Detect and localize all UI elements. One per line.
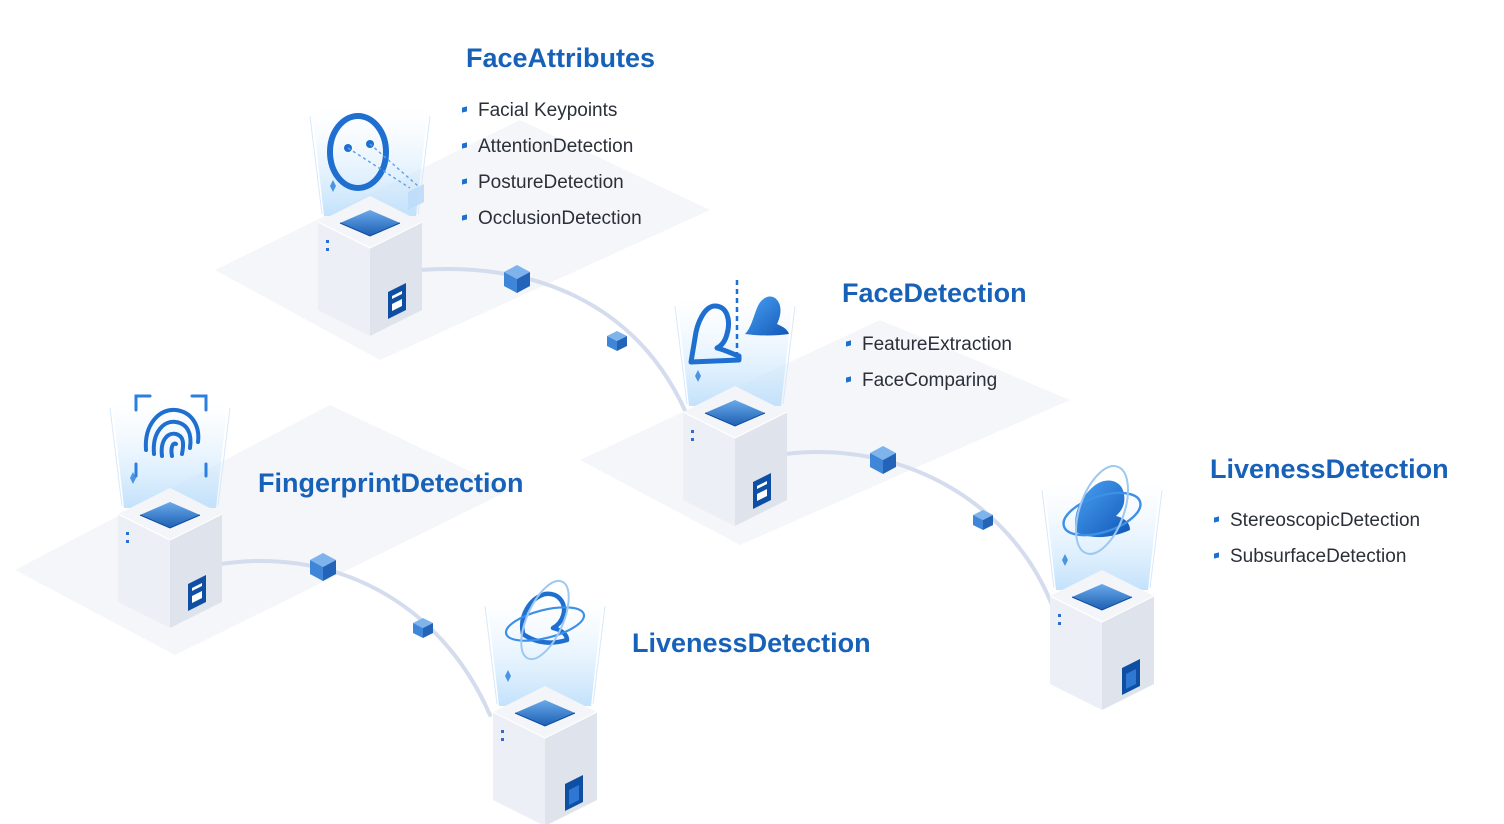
list-item-label: SubsurfaceDetection: [1230, 546, 1407, 567]
list-item: AttentionDetection: [462, 135, 642, 171]
connector-fingerprint-to-liveness: [213, 559, 492, 717]
list-item-label: StereoscopicDetection: [1230, 510, 1421, 531]
module-items-liveness-detection-right: StereoscopicDetection SubsurfaceDetectio…: [1214, 509, 1420, 581]
bullet-icon: [462, 214, 467, 221]
face-compare-icon: [688, 280, 789, 365]
connector-attributes-to-facedetection: [418, 267, 692, 424]
list-item-label: FeatureExtraction: [862, 334, 1012, 355]
connector-gem: [973, 510, 993, 530]
list-item: FeatureExtraction: [846, 333, 1012, 369]
bullet-icon: [462, 106, 467, 113]
module-title-fingerprint-detection: FingerprintDetection: [258, 468, 524, 498]
module-items-face-detection: FeatureExtraction FaceComparing: [846, 333, 1012, 405]
module-items-face-attributes: Facial Keypoints AttentionDetection Post…: [462, 99, 642, 243]
bullet-icon: [846, 376, 851, 383]
node-face-detection: [674, 280, 796, 527]
node-face-attributes: [309, 107, 431, 337]
node-fingerprint-detection: [109, 394, 231, 629]
bullet-icon: [462, 178, 467, 185]
list-item: SubsurfaceDetection: [1214, 545, 1420, 581]
module-title-liveness-detection-right: LivenessDetection: [1210, 454, 1449, 484]
list-item: Facial Keypoints: [462, 99, 642, 135]
face-outline-icon: [327, 113, 424, 210]
list-item-label: FaceComparing: [862, 370, 998, 391]
list-item-label: Facial Keypoints: [478, 100, 618, 121]
node-liveness-detection-right: [1041, 465, 1163, 711]
connector-gem: [607, 331, 627, 351]
list-item: OcclusionDetection: [462, 207, 642, 243]
liveness-outline-icon: [504, 579, 586, 661]
bullet-icon: [1214, 516, 1219, 523]
module-title-face-attributes: FaceAttributes: [466, 43, 656, 73]
connector-gem: [413, 618, 433, 638]
connector-lines: [213, 267, 1054, 717]
module-title-face-detection: FaceDetection: [842, 278, 1027, 308]
list-item-label: PostureDetection: [478, 172, 624, 193]
node-liveness-detection-bottom: [484, 579, 606, 824]
list-item: PostureDetection: [462, 171, 642, 207]
liveness-person-icon: [1062, 465, 1142, 555]
list-item: StereoscopicDetection: [1214, 509, 1420, 545]
list-item-label: OcclusionDetection: [478, 208, 642, 229]
list-item: FaceComparing: [846, 369, 1012, 405]
bullet-icon: [846, 340, 851, 347]
connector-facedetection-to-liveness: [783, 450, 1054, 607]
fingerprint-icon: [134, 394, 208, 478]
module-title-liveness-detection-bottom: LivenessDetection: [632, 628, 871, 658]
bullet-icon: [462, 142, 467, 149]
bullet-icon: [1214, 552, 1219, 559]
list-item-label: AttentionDetection: [478, 136, 634, 157]
